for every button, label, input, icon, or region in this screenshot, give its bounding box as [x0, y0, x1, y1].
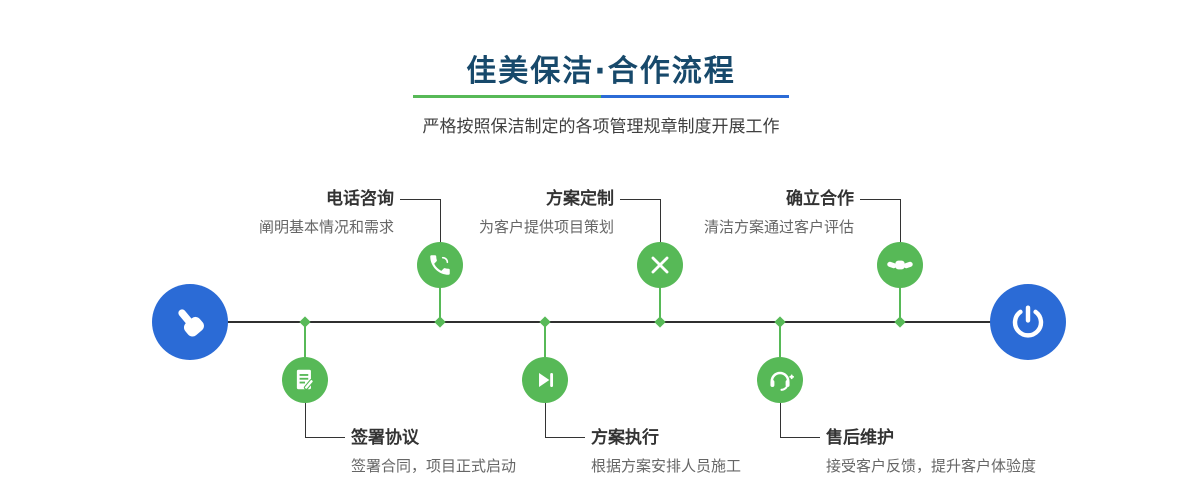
step-node-phone [417, 242, 463, 288]
step-title: 售后维护 [826, 428, 894, 448]
divider-blue-segment [601, 95, 789, 98]
step-node-aftersales [757, 357, 803, 403]
step-item: 方案定制 为客户提供项目策划 [314, 189, 614, 237]
timeline-end-node [990, 284, 1066, 360]
step-node-design [637, 242, 683, 288]
connector [305, 403, 306, 438]
step-item: 售后维护 接受客户反馈，提升客户体验度 [826, 428, 1126, 476]
connector [545, 403, 546, 438]
step-item: 确立合作 清洁方案通过客户评估 [554, 189, 854, 237]
timeline-line [190, 321, 1028, 323]
connector [660, 199, 661, 243]
timeline-marker [894, 316, 906, 328]
timeline-marker [654, 316, 666, 328]
step-desc: 阐明基本情况和需求 [258, 218, 394, 236]
title-divider [413, 95, 789, 98]
connector [900, 199, 901, 243]
step-title: 签署协议 [351, 428, 419, 448]
connector [545, 437, 585, 438]
connector [899, 287, 901, 322]
timeline-start-node [152, 284, 228, 360]
connector [439, 287, 441, 322]
connector [440, 199, 441, 243]
connector [779, 323, 781, 357]
connector [620, 199, 661, 200]
step-desc: 根据方案安排人员施工 [591, 457, 742, 475]
step-desc: 接受客户反馈，提升客户体验度 [826, 457, 1037, 475]
timeline-marker [774, 316, 786, 328]
step-item: 签署协议 签署合同，项目正式启动 [351, 428, 651, 476]
step-item: 电话咨询 阐明基本情况和需求 [94, 189, 394, 237]
handshake-icon [887, 260, 913, 270]
pointing-hand-icon [178, 309, 204, 337]
connector [544, 323, 546, 357]
contract-icon [296, 369, 314, 390]
step-node-contract [282, 357, 328, 403]
timeline-marker [299, 316, 311, 328]
headset-icon [770, 371, 794, 391]
step-desc: 签署合同，项目正式启动 [351, 457, 517, 475]
timeline-marker [434, 316, 446, 328]
play-next-icon [539, 372, 554, 388]
connector [780, 403, 781, 438]
step-desc: 清洁方案通过客户评估 [703, 218, 854, 236]
connector [780, 437, 820, 438]
step-node-execute [522, 357, 568, 403]
connector [400, 199, 441, 200]
step-title: 方案定制 [546, 189, 614, 209]
connector [304, 323, 306, 357]
divider-green-segment [413, 95, 601, 98]
step-title: 方案执行 [591, 428, 659, 448]
page-title: 佳美保洁·合作流程 [466, 54, 736, 89]
timeline-marker [539, 316, 551, 328]
connector [659, 287, 661, 322]
step-title: 电话咨询 [326, 189, 394, 209]
step-title: 确立合作 [786, 189, 854, 209]
page-subtitle: 严格按照保洁制定的各项管理规章制度开展工作 [422, 117, 780, 137]
power-icon [1012, 305, 1044, 338]
step-item: 方案执行 根据方案安排人员施工 [591, 428, 891, 476]
step-desc: 为客户提供项目策划 [478, 218, 614, 236]
connector [305, 437, 345, 438]
design-tools-icon [651, 256, 669, 274]
phone-icon [430, 255, 450, 275]
connector [860, 199, 901, 200]
step-node-handshake [877, 242, 923, 288]
